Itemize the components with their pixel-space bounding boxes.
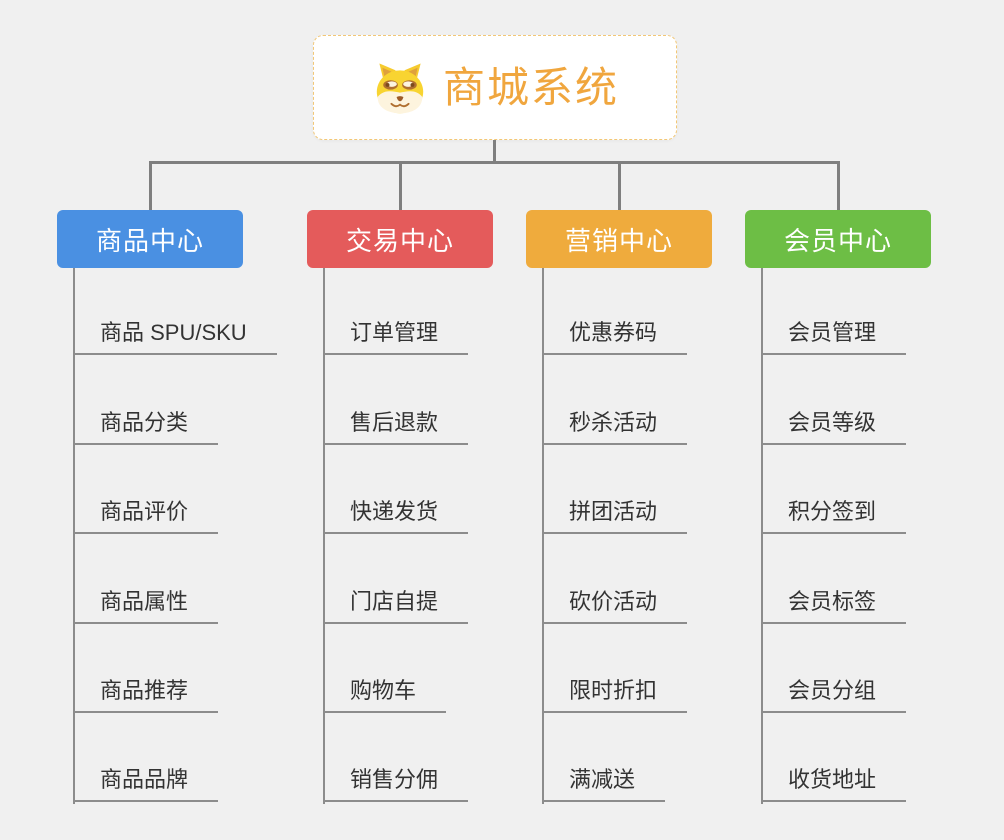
connector-stub: [493, 140, 496, 164]
branch-header-product-center[interactable]: 商品中心: [57, 210, 243, 268]
leaf-item[interactable]: 商品分类: [73, 409, 219, 445]
connector-drop: [149, 161, 152, 210]
branch-connector-line: [323, 268, 325, 804]
connector-drop: [618, 161, 621, 210]
connector-rail: [149, 161, 840, 164]
leaf-item[interactable]: 拼团活动: [542, 498, 688, 534]
leaf-item[interactable]: 收货地址: [761, 766, 907, 802]
leaf-item[interactable]: 快递发货: [323, 498, 469, 534]
leaf-item[interactable]: 商品推荐: [73, 677, 219, 713]
leaf-item[interactable]: 商品属性: [73, 588, 219, 624]
leaf-item[interactable]: 会员分组: [761, 677, 907, 713]
leaf-item[interactable]: 会员标签: [761, 588, 907, 624]
branch-member-center: 会员中心 会员管理 会员等级 积分签到 会员标签 会员分组 收货地址: [745, 210, 931, 804]
leaf-item[interactable]: 商品 SPU/SKU: [73, 319, 277, 355]
root-node[interactable]: 商城系统: [313, 35, 677, 140]
leaf-item[interactable]: 销售分佣: [323, 766, 469, 802]
leaf-item[interactable]: 满减送: [542, 766, 666, 802]
leaf-item[interactable]: 商品品牌: [73, 766, 219, 802]
branch-marketing-center: 营销中心 优惠券码 秒杀活动 拼团活动 砍价活动 限时折扣 满减送: [526, 210, 712, 804]
leaf-item[interactable]: 秒杀活动: [542, 409, 688, 445]
leaf-item[interactable]: 订单管理: [323, 319, 469, 355]
branch-connector-line: [542, 268, 544, 804]
dog-logo-icon: [376, 63, 424, 114]
leaf-item[interactable]: 限时折扣: [542, 677, 688, 713]
branch-header-member-center[interactable]: 会员中心: [745, 210, 931, 268]
branch-connector-line: [73, 268, 75, 804]
connector-drop: [399, 161, 402, 210]
root-title: 商城系统: [442, 63, 619, 111]
branch-product-center: 商品中心 商品 SPU/SKU 商品分类 商品评价 商品属性 商品推荐 商品品牌: [57, 210, 277, 804]
leaf-item[interactable]: 积分签到: [761, 498, 907, 534]
leaf-item[interactable]: 会员管理: [761, 319, 907, 355]
leaf-item[interactable]: 砍价活动: [542, 588, 688, 624]
leaf-item[interactable]: 售后退款: [323, 409, 469, 445]
connector-drop: [837, 161, 840, 210]
branch-header-marketing-center[interactable]: 营销中心: [526, 210, 712, 268]
leaf-item[interactable]: 商品评价: [73, 498, 219, 534]
leaf-item[interactable]: 门店自提: [323, 588, 469, 624]
leaf-item[interactable]: 购物车: [323, 677, 447, 713]
branch-connector-line: [761, 268, 763, 804]
leaf-item[interactable]: 优惠券码: [542, 319, 688, 355]
branch-trade-center: 交易中心 订单管理 售后退款 快递发货 门店自提 购物车 销售分佣: [307, 210, 493, 804]
branch-header-trade-center[interactable]: 交易中心: [307, 210, 493, 268]
leaf-item[interactable]: 会员等级: [761, 409, 907, 445]
